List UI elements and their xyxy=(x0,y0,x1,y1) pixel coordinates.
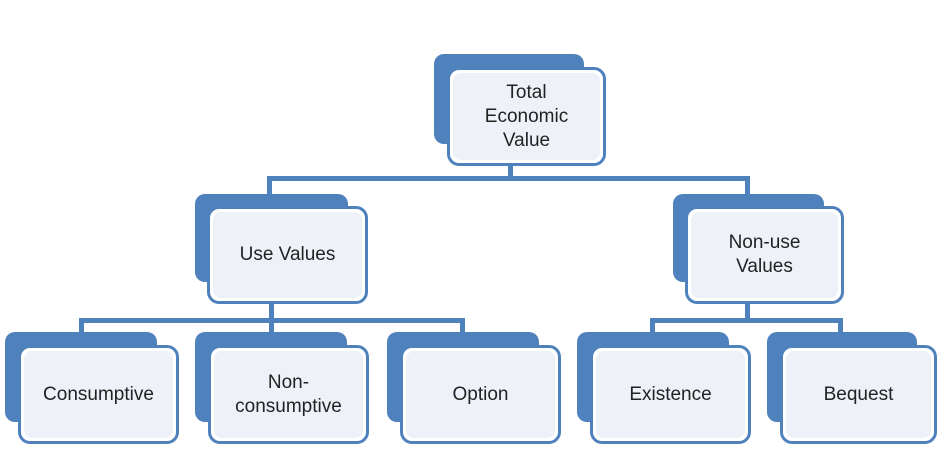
node-non-use-values: Non-use Values xyxy=(673,194,844,304)
node-total-economic-value: Total Economic Value xyxy=(434,54,606,166)
node-use-values: Use Values xyxy=(195,194,368,304)
node-bequest: Bequest xyxy=(767,332,937,444)
connector-root-down xyxy=(508,160,513,180)
node-frame: Bequest xyxy=(780,345,937,444)
node-frame: Use Values xyxy=(207,206,368,304)
connector-to-existence xyxy=(650,318,655,332)
connector-to-consumptive xyxy=(79,318,84,332)
node-label-non-use-values: Non-use Values xyxy=(728,232,801,277)
connector-to-bequest xyxy=(838,318,843,332)
node-frame: Total Economic Value xyxy=(447,67,606,166)
node-frame: Consumptive xyxy=(18,345,179,444)
node-frame: Non-use Values xyxy=(685,206,844,304)
connector-non-use-values-bar xyxy=(650,318,843,323)
connector-to-non-use-values xyxy=(745,176,750,194)
connector-to-non-consumptive xyxy=(269,318,274,332)
connector-non-use-values-down xyxy=(745,300,750,322)
node-non-consumptive: Non- consumptive xyxy=(195,332,369,444)
node-label-non-consumptive: Non- consumptive xyxy=(235,371,342,417)
connector-use-values-down xyxy=(269,290,274,322)
node-frame: Existence xyxy=(590,345,751,444)
connector-to-use-values xyxy=(267,176,272,194)
node-label-total-economic-value: Total Economic Value xyxy=(484,81,569,151)
connector-to-option xyxy=(460,318,465,332)
node-label-consumptive: Consumptive xyxy=(43,383,154,405)
node-label-bequest: Bequest xyxy=(823,383,894,405)
node-label-use-values: Use Values xyxy=(239,244,336,265)
node-consumptive: Consumptive xyxy=(5,332,179,444)
node-label-option: Option xyxy=(452,383,509,405)
node-existence: Existence xyxy=(577,332,751,444)
node-label-existence: Existence xyxy=(629,383,712,405)
connector-level2-bar xyxy=(267,176,750,181)
node-frame: Non- consumptive xyxy=(208,345,369,444)
node-option: Option xyxy=(387,332,561,444)
node-frame: Option xyxy=(400,345,561,444)
